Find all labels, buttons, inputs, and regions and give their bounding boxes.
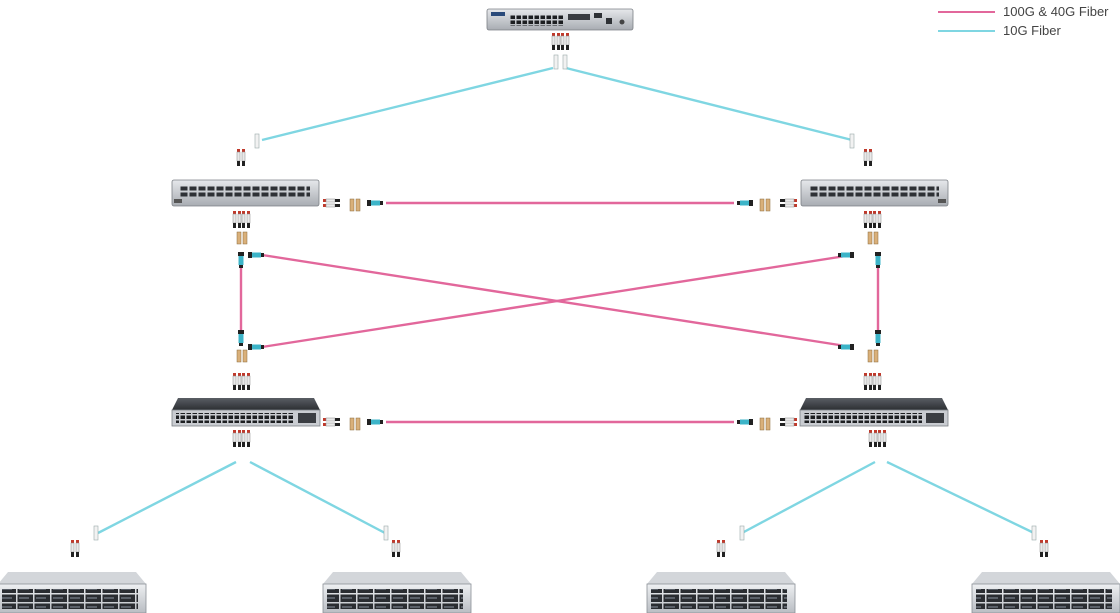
legend-swatch-pink xyxy=(938,10,995,13)
server-1 xyxy=(0,572,147,613)
fiber-100g-40g-links xyxy=(239,201,880,424)
link-leaf-left-server-2 xyxy=(249,460,386,535)
leaf-switch-left xyxy=(171,398,321,427)
spine-switch-left xyxy=(171,179,320,207)
link-router-spine-left xyxy=(261,66,554,142)
legend-label: 10G Fiber xyxy=(1003,23,1061,38)
legend-label: 100G & 40G Fiber xyxy=(1003,4,1109,19)
fiber-10g-links xyxy=(97,66,1035,535)
spine-switch-right xyxy=(800,179,949,207)
server-2 xyxy=(322,572,472,613)
link-leaf-right-server-4 xyxy=(886,460,1035,535)
leaf-right-connectors xyxy=(737,330,887,448)
link-spine-right-leaf-left xyxy=(261,253,853,349)
core-router xyxy=(486,8,634,31)
server-4 xyxy=(971,572,1120,613)
legend-item-100g-40g: 100G & 40G Fiber xyxy=(938,2,1109,21)
link-leaf-left-server-1 xyxy=(97,460,237,535)
legend-swatch-cyan xyxy=(938,29,995,32)
router-connectors xyxy=(551,32,570,70)
server-3 xyxy=(646,572,796,613)
leaf-left-connectors xyxy=(232,330,383,448)
link-router-spine-right xyxy=(565,66,853,142)
legend-item-10g: 10G Fiber xyxy=(938,21,1109,40)
leaf-switch-right xyxy=(799,398,949,427)
link-leaf-right-server-3 xyxy=(741,460,876,535)
server-connectors xyxy=(70,525,1049,558)
legend: 100G & 40G Fiber 10G Fiber xyxy=(938,2,1109,40)
